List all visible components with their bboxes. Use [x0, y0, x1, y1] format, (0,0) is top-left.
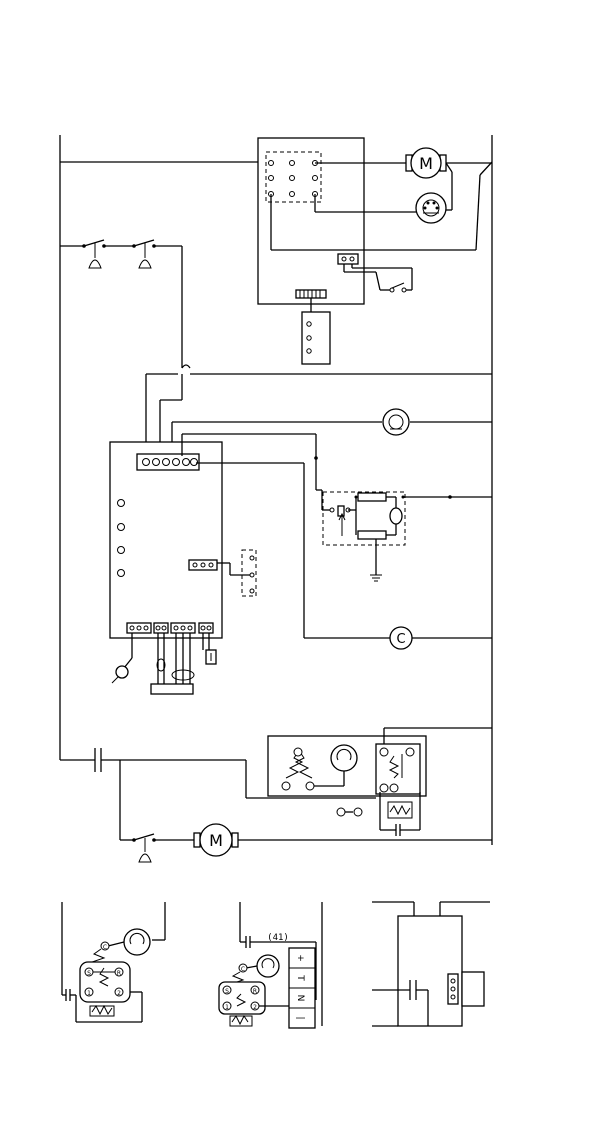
inset2-s-label: S [225, 988, 229, 995]
inset-1-starter-variant: C S R 1 2 [62, 902, 165, 1022]
inset-2-terminal-variant: (41) + T N | C S R 1 2 [219, 902, 322, 1028]
motor-top-label: M [419, 154, 433, 173]
inset-3-capacitor-variant [372, 902, 490, 1026]
inset1-s-label: S [87, 970, 91, 977]
inset2-block-4: | [295, 1016, 305, 1019]
motor-bottom-label: M [209, 831, 223, 850]
fan-motor-top: M [406, 148, 446, 178]
inset2-block-2: T [295, 974, 305, 981]
inset1-r-label: R [117, 970, 121, 977]
inset2-1-label: 1 [225, 1004, 229, 1011]
compressor-label: C [396, 632, 405, 647]
thermal-sensor [337, 808, 362, 816]
fan-motor-bottom: M [194, 824, 238, 856]
compressor-unit [268, 736, 426, 796]
inset1-c-label: C [103, 944, 107, 951]
inset2-2-label: 2 [253, 1004, 257, 1011]
compressor-symbol: C [390, 627, 412, 649]
bottom-switch [132, 834, 156, 862]
inset1-1-label: 1 [87, 990, 91, 997]
timer-dial [416, 193, 446, 223]
inset2-r-label: R [253, 988, 257, 995]
switch-top [390, 283, 406, 292]
sensor-probe [112, 666, 128, 683]
inset2-c-label: C [241, 966, 245, 973]
run-capacitor [95, 748, 101, 772]
two-pin-plug [338, 254, 358, 264]
inset2-block-3: N [295, 995, 305, 1002]
door-switches [60, 240, 182, 368]
cable-bundle [151, 633, 194, 694]
ptc-starter [380, 792, 420, 836]
lamp-icon [383, 409, 409, 435]
inset2-block-1: + [295, 954, 305, 962]
terminal-block-small [302, 312, 330, 364]
inset3-connector [462, 972, 484, 1006]
inset2-cap-label: (41) [267, 933, 289, 943]
main-control-board [110, 442, 222, 638]
inset1-2-label: 2 [117, 990, 121, 997]
defrost-heater-assembly [322, 492, 492, 581]
